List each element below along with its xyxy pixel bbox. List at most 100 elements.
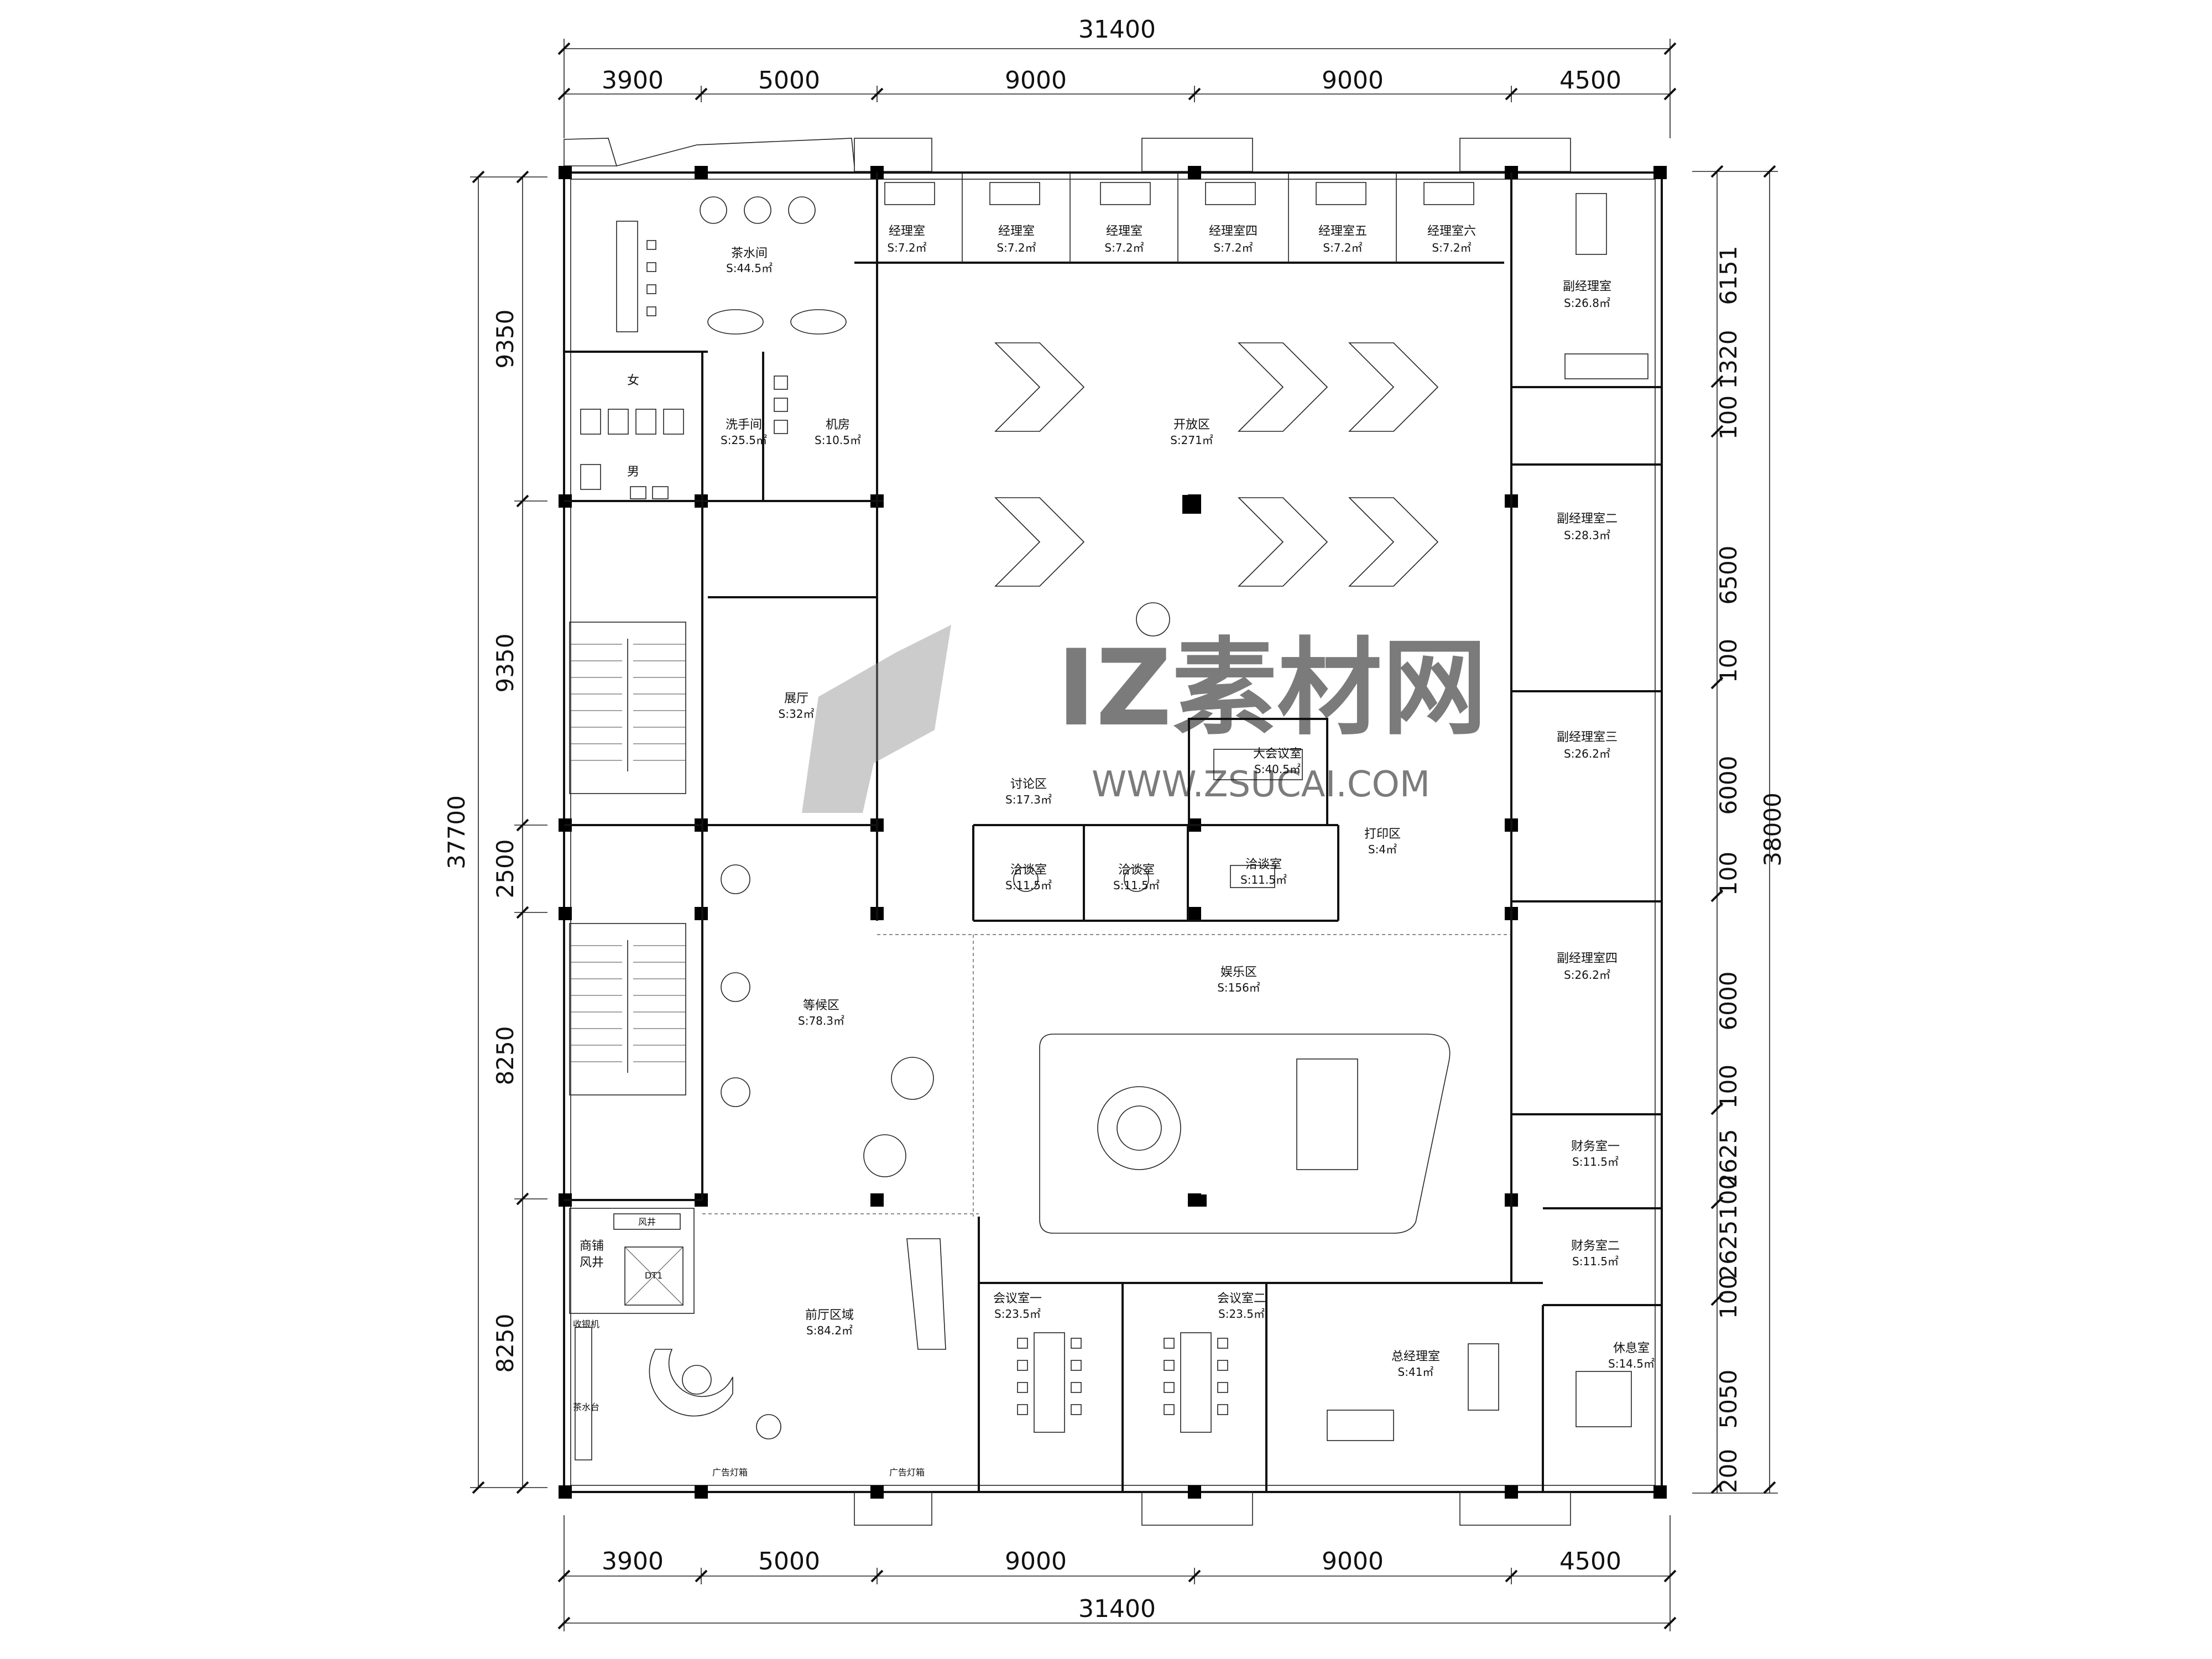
room-23-area: S:11.5㎡ — [1572, 1155, 1619, 1168]
dim-right-1: 6151 — [1715, 246, 1742, 305]
room-8-area: S:25.5㎡ — [721, 434, 767, 447]
dim-top-1: 3900 — [602, 66, 664, 95]
room-1-name: 经理室 — [889, 225, 925, 238]
room-labels: 茶水间 S:44.5㎡ 经理室 S:7.2㎡ 经理室 S:7.2㎡ 经理室 S:… — [721, 225, 1655, 1379]
tea-counter-label: 茶水台 — [573, 1402, 599, 1412]
dim-top-2: 5000 — [758, 66, 820, 95]
elevator-core: 风井 商铺 风井 DT1 — [569, 1208, 695, 1314]
negotiation-tables — [1013, 865, 1275, 892]
room-3-name: 经理室 — [1106, 225, 1142, 238]
dim-right-9: 100 — [1715, 1065, 1742, 1109]
room-16-name: 洽谈室 — [1010, 863, 1047, 877]
dim-top-3: 9000 — [1005, 66, 1067, 95]
room-26-name: 会议室二 — [1217, 1292, 1266, 1306]
overall-width-bottom: 31400 — [1078, 1595, 1156, 1623]
room-20-area: S:78.3㎡ — [798, 1014, 844, 1027]
dim-right-3: 100 — [1715, 395, 1742, 440]
shop-shaft-label-1: 商铺 — [580, 1239, 604, 1253]
dim-right-2: 1320 — [1715, 330, 1742, 389]
room-25-area: S:23.5㎡ — [994, 1307, 1041, 1321]
room-15-area: S:26.2㎡ — [1564, 747, 1610, 760]
room-15-name: 副经理室三 — [1557, 731, 1618, 744]
male-label: 男 — [627, 465, 639, 479]
room-21-name: 娱乐区 — [1220, 966, 1257, 979]
shaft-label: 风井 — [638, 1217, 656, 1227]
ad-light-box-label-1: 广告灯箱 — [712, 1467, 748, 1478]
dim-top-4: 9000 — [1322, 66, 1384, 95]
female-label: 女 — [627, 374, 639, 388]
room-11-name: 副经理室二 — [1557, 512, 1618, 526]
bottom-dimensions: 3900 5000 9000 9000 4500 31400 — [557, 1515, 1677, 1631]
top-dimensions: 31400 3900 5000 9000 9000 4500 — [557, 15, 1677, 138]
big-meeting-table — [1213, 749, 1303, 780]
watermark-brand: IZ素材网 — [1057, 627, 1487, 749]
room-25-name: 会议室一 — [993, 1292, 1042, 1306]
dim-right-5: 100 — [1715, 639, 1742, 683]
room-23-name: 财务室一 — [1571, 1140, 1620, 1154]
entertainment-area — [1039, 1034, 1451, 1234]
left-dimensions: 37700 9350 9350 2500 8250 8250 — [443, 170, 547, 1494]
outer-walls — [563, 138, 1663, 1526]
dim-bottom-1: 3900 — [602, 1547, 664, 1575]
room-26-area: S:23.5㎡ — [1218, 1307, 1265, 1321]
room-7-name: 副经理室 — [1563, 280, 1611, 294]
right-dimensions: 38000 6151 1320 100 6500 100 6000 100 60… — [1692, 165, 1786, 1494]
tea-room-furniture — [616, 196, 847, 335]
front-hall-furniture: 收银机 茶水台 广告灯箱 广告灯箱 — [573, 1238, 946, 1478]
room-18-area: S:11.5㎡ — [1240, 873, 1287, 886]
manager-office-desks — [884, 182, 1648, 379]
dim-bottom-3: 9000 — [1005, 1547, 1067, 1575]
room-28-name: 总经理室 — [1391, 1350, 1440, 1364]
room-14-area: S:17.3㎡ — [1005, 793, 1052, 806]
room-9-area: S:10.5㎡ — [815, 434, 861, 447]
room-1-area: S:7.2㎡ — [887, 241, 926, 254]
dim-right-11: 100 — [1715, 1175, 1742, 1219]
room-19-area: S:4㎡ — [1368, 843, 1397, 856]
room-27-name: 前厅区域 — [805, 1308, 854, 1322]
dim-right-7: 100 — [1715, 852, 1742, 896]
room-12-area: S:32㎡ — [779, 707, 815, 721]
room-18-name: 洽谈室 — [1245, 858, 1282, 872]
room-2-area: S:7.2㎡ — [997, 241, 1036, 254]
room-24-area: S:11.5㎡ — [1572, 1255, 1619, 1268]
room-0-name: 茶水间 — [731, 247, 768, 260]
conference-tables — [1017, 1332, 1228, 1433]
room-11-area: S:28.3㎡ — [1564, 529, 1610, 542]
room-6-name: 经理室六 — [1427, 225, 1476, 238]
watermark: IZ素材网 WWW.ZSUCAI.COM — [802, 625, 1487, 813]
room-29-name: 休息室 — [1613, 1342, 1650, 1355]
room-4-area: S:7.2㎡ — [1213, 241, 1253, 254]
stairs — [569, 622, 686, 1095]
dim-right-8: 6000 — [1715, 972, 1742, 1031]
room-28-area: S:41㎡ — [1398, 1365, 1434, 1379]
room-17-area: S:11.5㎡ — [1113, 879, 1160, 892]
ad-light-box-label-2: 广告灯箱 — [889, 1467, 925, 1478]
room-27-area: S:84.2㎡ — [806, 1324, 853, 1337]
room-22-area: S:26.2㎡ — [1564, 968, 1610, 982]
dim-left-3: 2500 — [492, 839, 519, 899]
room-13-area: S:40.5㎡ — [1254, 763, 1301, 776]
room-17-name: 洽谈室 — [1118, 863, 1155, 877]
room-9-name: 机房 — [826, 418, 850, 432]
dim-right-12: 2625 — [1715, 1220, 1742, 1280]
room-16-area: S:11.5㎡ — [1005, 879, 1052, 892]
room-4-name: 经理室四 — [1209, 225, 1258, 238]
room-0-area: S:44.5㎡ — [726, 262, 773, 275]
room-5-area: S:7.2㎡ — [1323, 241, 1362, 254]
overall-height-right: 38000 — [1759, 792, 1786, 867]
elevator-label: DT1 — [645, 1270, 662, 1281]
dim-left-4: 8250 — [492, 1026, 519, 1086]
room-14-name: 讨论区 — [1010, 778, 1047, 791]
dim-bottom-2: 5000 — [758, 1547, 820, 1575]
waiting-area-furniture — [721, 864, 934, 1177]
interior-walls — [564, 173, 1662, 1492]
room-20-name: 等候区 — [803, 999, 839, 1013]
room-7-area: S:26.8㎡ — [1564, 296, 1610, 310]
dim-right-13: 100 — [1715, 1275, 1742, 1319]
room-6-area: S:7.2㎡ — [1432, 241, 1471, 254]
dim-left-1: 9350 — [492, 310, 519, 369]
dim-right-10: 2625 — [1715, 1129, 1742, 1188]
room-29-area: S:14.5㎡ — [1608, 1357, 1655, 1370]
room-19-name: 打印区 — [1364, 827, 1401, 841]
restrooms: 女 男 — [580, 374, 788, 499]
